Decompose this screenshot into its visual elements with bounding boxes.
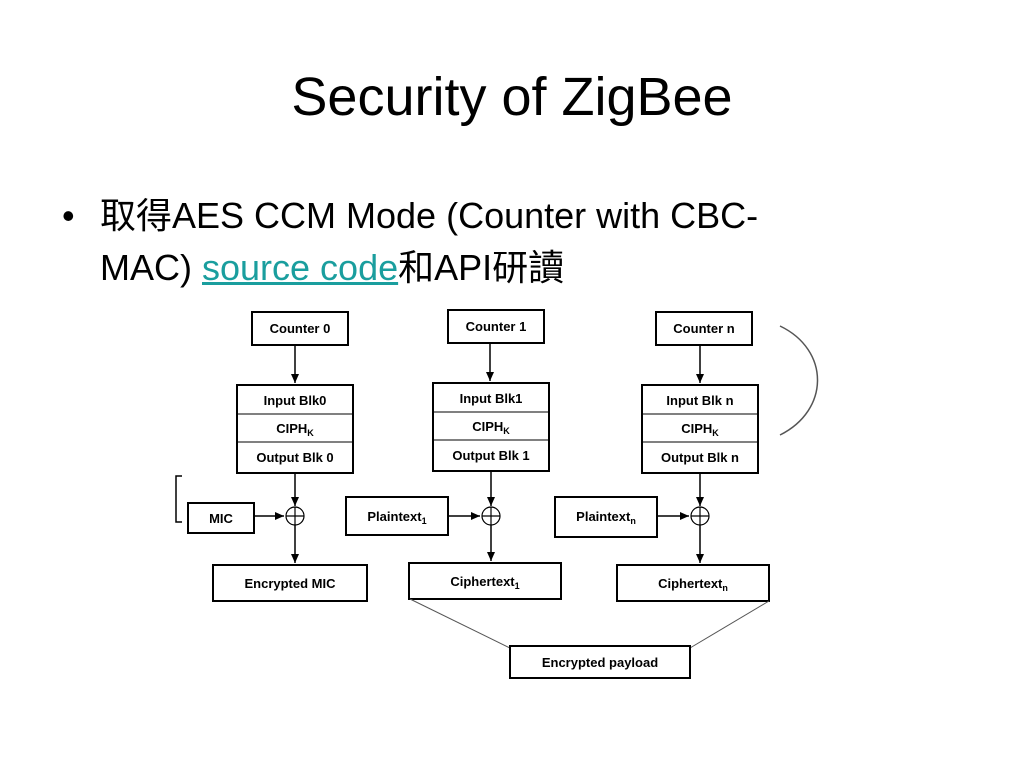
input-block-label-1: Input Blk1 [460,391,523,406]
ciphertext-1-label: Ciphertext1 [450,574,519,591]
encrypted-mic-box: Encrypted MIC [212,564,368,602]
mic-label: MIC [209,511,233,526]
output-block-label-n: Output Blk n [661,450,739,465]
counter-label-0: Counter 0 [270,321,331,336]
plaintext-n-label: Plaintextn [576,509,636,526]
counter-box-1: Counter 1 [447,309,545,344]
bullet-line-2-suffix: 和API研讀 [398,247,565,288]
xor-symbol-n [690,506,710,526]
source-code-link[interactable]: source code [202,247,399,288]
input-block-label-n: Input Blk n [666,393,733,408]
counter-box-n: Counter n [655,311,753,346]
output-block-label-1: Output Blk 1 [452,448,529,463]
bullet-dot: • [62,195,75,236]
mic-input-box: MIC [187,502,255,534]
ciph-label-n: CIPHK [681,421,719,438]
ciph-label-0: CIPHK [276,421,314,438]
output-block-label-0: Output Blk 0 [256,450,333,465]
plaintext-1-box: Plaintext1 [345,496,449,536]
brace-curve-icon [779,325,819,436]
plaintext-1-label: Plaintext1 [367,509,426,526]
counter-label-n: Counter n [673,321,734,336]
encrypted-payload-box: Encrypted payload [509,645,691,679]
ciph-label-1: CIPHK [472,419,510,436]
plaintext-n-box: Plaintextn [554,496,658,538]
ciphertext-n-label: Ciphertextn [658,576,728,593]
slide-title: Security of ZigBee [291,67,733,127]
xor-symbol-0 [285,506,305,526]
encrypted-payload-label: Encrypted payload [542,655,658,670]
encrypted-mic-label: Encrypted MIC [244,576,336,591]
counter-box-0: Counter 0 [251,311,349,346]
xor-symbol-1 [481,506,501,526]
bullet-text: 取得AES CCM Mode (Counter with CBC- MAC) s… [100,190,960,294]
bullet-line-1: 取得AES CCM Mode (Counter with CBC- [100,195,759,236]
input-block-label-0: Input Blk0 [264,393,327,408]
counter-label-1: Counter 1 [466,319,527,334]
bracket-icon [175,475,182,523]
ciphertext-1-box: Ciphertext1 [408,562,562,600]
cipher-block-0: Input Blk0 CIPHK Output Blk 0 [236,384,354,474]
cipher-block-n: Input Blk n CIPHK Output Blk n [641,384,759,474]
cipher-block-1: Input Blk1 CIPHK Output Blk 1 [432,382,550,472]
ciphertext-n-box: Ciphertextn [616,564,770,602]
bullet-line-2-prefix: MAC) [100,247,202,288]
